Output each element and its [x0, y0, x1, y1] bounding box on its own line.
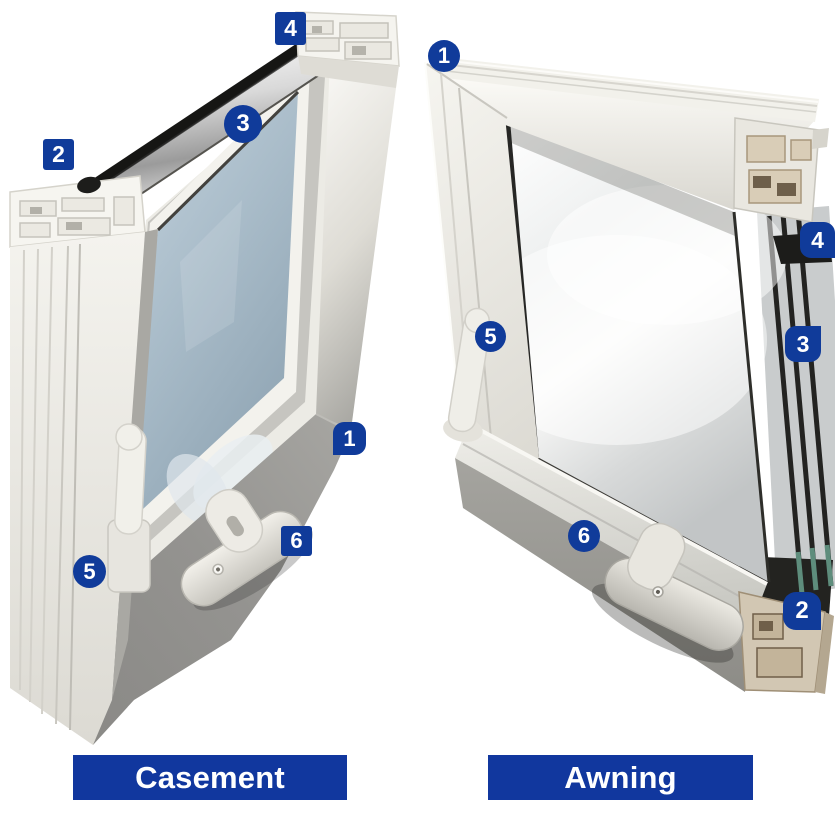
awning-sill	[455, 422, 768, 692]
awning-callout-3-badge: 3	[785, 326, 821, 362]
casement-callout-5-badge: 5	[73, 555, 106, 588]
awning-top-frame	[431, 56, 819, 210]
casement-right-jamb	[316, 58, 396, 430]
awning-crank-handle	[591, 522, 744, 663]
casement-glazing-bar	[90, 44, 323, 213]
casement-label: Casement	[73, 755, 347, 800]
awning-callout-2-badge: 2	[783, 592, 821, 630]
awning-window-photo	[424, 56, 835, 694]
casement-callout-1-badge: 1	[333, 422, 366, 455]
awning-label: Awning	[488, 755, 753, 800]
casement-callout-2-badge: 2	[43, 139, 74, 170]
casement-callout-6-badge: 6	[281, 526, 312, 556]
casement-lock-handle	[107, 423, 151, 593]
casement-window-photo	[9, 11, 400, 745]
awning-panel: 1 4 3 5 6 2 Awning	[417, 0, 835, 829]
casement-left-cross-section	[9, 175, 146, 248]
casement-panel: 4 3 2 1 6 5 Casement	[0, 0, 417, 829]
casement-callout-3-badge: 3	[224, 105, 262, 143]
awning-callout-1-badge: 1	[428, 40, 460, 72]
awning-top-cross-section	[733, 117, 832, 264]
awning-glass	[467, 122, 787, 585]
awning-callout-4-badge: 4	[800, 222, 835, 258]
casement-top-cross-section	[295, 11, 400, 88]
casement-glass	[129, 90, 300, 527]
awning-callout-6-badge: 6	[568, 520, 600, 552]
casement-seal-gasket	[77, 176, 101, 194]
awning-callout-5-badge: 5	[475, 321, 506, 352]
casement-callout-4-badge: 4	[275, 12, 306, 45]
